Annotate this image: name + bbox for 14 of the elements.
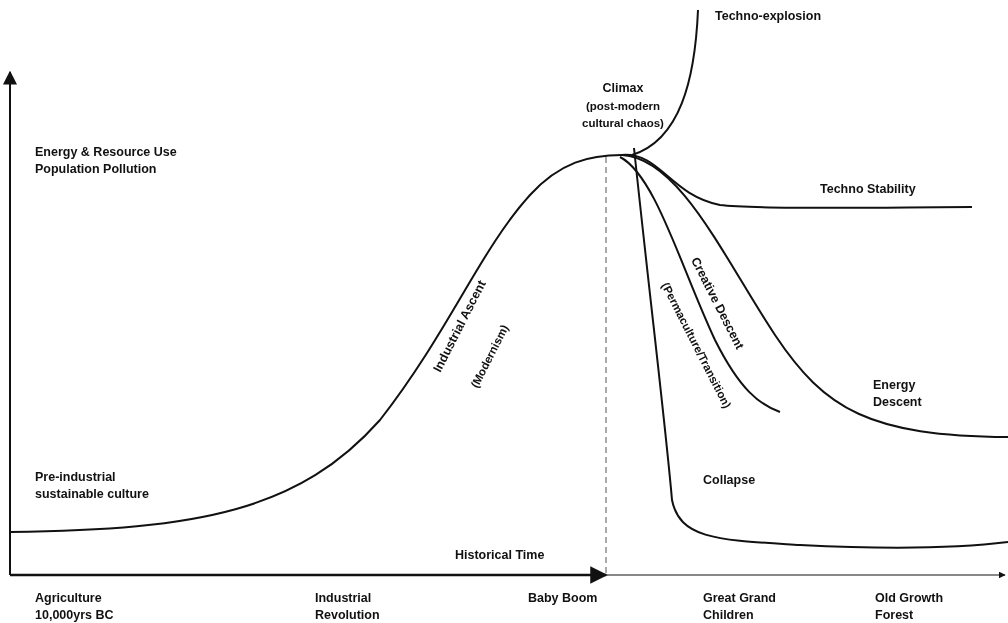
curve-label: Climax [601, 80, 645, 97]
axis-label: Energy & Resource Use Population Pollution [35, 144, 178, 178]
axis-tick-label: Baby Boom [528, 590, 599, 607]
curve-label: Techno Stability [820, 181, 917, 198]
axis-tick-label: Industrial Revolution [315, 590, 381, 623]
axis-tick-label: Great Grand Children [703, 590, 777, 623]
axis-tick-label: Agriculture 10,000yrs BC [35, 590, 115, 623]
curve-label: Collapse [703, 472, 757, 489]
curve-label: Energy Descent [873, 377, 923, 411]
curve-note: (post-modern cultural chaos) [581, 99, 665, 131]
axis-tick-label: Old Growth Forest [875, 590, 945, 623]
axis-label: Historical Time [455, 547, 546, 564]
curve-label: Techno-explosion [715, 8, 823, 25]
curve-label: Pre-industrial sustainable culture [35, 469, 150, 503]
